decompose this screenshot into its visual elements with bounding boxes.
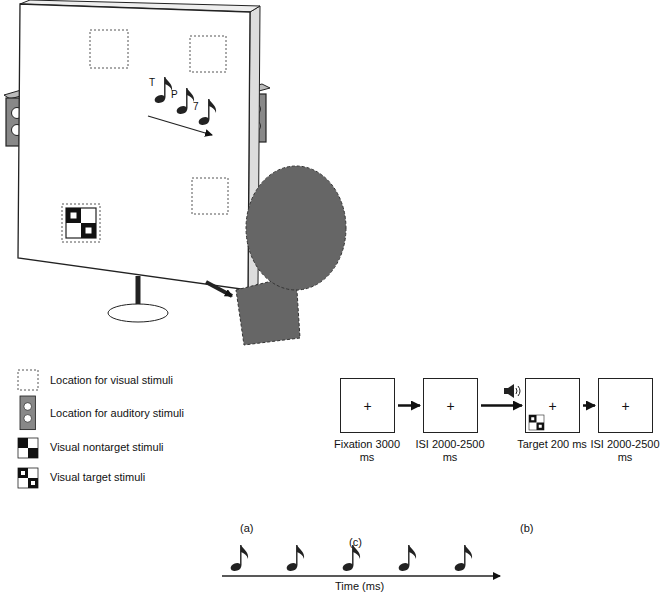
legend-text: Visual target stimuli [50,471,145,484]
trial-screen: +ISI 2000-2500 ms [598,378,653,433]
screen-box: + [340,378,395,433]
screen-box: + [598,378,653,433]
screen-caption: ISI 2000-2500 ms [588,438,662,464]
screen-caption: Target 200 ms [515,438,589,451]
screen-caption: ISI 2000-2500 ms [413,438,487,464]
panel-label: T [149,76,155,89]
screen-box: + [525,378,580,433]
trial-screen: +Fixation 3000 ms [340,378,395,433]
sequence-arrow [398,404,420,407]
trial-screen: +ISI 2000-2500 ms [423,378,478,433]
panel-label: Time (ms) [335,580,384,593]
fixation-cross: + [621,398,629,414]
screen-caption: Fixation 3000 ms [330,438,404,464]
sequence-arrow [583,404,595,407]
panel-label: (c) [349,536,362,549]
fixation-cross: + [363,398,371,414]
fixation-cross: + [548,398,556,414]
legend-text: Visual nontarget stimuli [50,441,164,454]
trial-screen: +Target 200 ms [525,378,580,433]
screen-box: + [423,378,478,433]
panel-label: (b) [520,522,533,535]
panel-label: (a) [240,522,253,535]
fixation-cross: + [446,398,454,414]
legend-text: Location for auditory stimuli [50,407,184,420]
panel-label: P [171,88,178,101]
legend-text: Location for visual stimuli [50,374,173,387]
sequence-arrow [481,404,522,407]
panel-label: 7 [193,100,199,113]
